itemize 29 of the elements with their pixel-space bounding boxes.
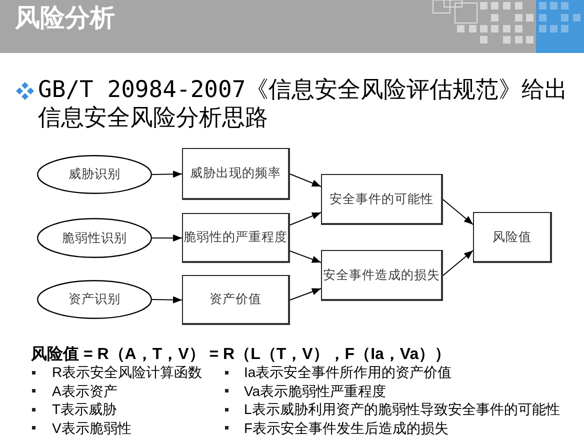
bullet-text: L表示威胁利用资产的脆弱性导致安全事件的可能性 xyxy=(244,400,560,418)
bullet-text: R表示安全风险计算函数 xyxy=(52,363,202,381)
process-box: 安全事件造成的损失 xyxy=(321,250,443,301)
bullet-text: T表示威胁 xyxy=(52,400,117,418)
process-box: 安全事件的可能性 xyxy=(321,174,443,225)
process-box: 风险值 xyxy=(473,212,552,263)
ellipse-node: 脆弱性识别 xyxy=(37,218,152,258)
bullet-text: Ia表示安全事件所作用的资产价值 xyxy=(244,363,452,381)
bullet-text: Va表示脆弱性严重程度 xyxy=(244,382,386,400)
arrow xyxy=(152,296,182,304)
bullet-text: V表示脆弱性 xyxy=(52,418,132,436)
arrow xyxy=(290,212,322,226)
ellipse-node: 资产识别 xyxy=(37,280,152,319)
bullet-text: F表示安全事件发生后造成的损失 xyxy=(244,418,449,436)
process-box: 威胁出现的频率 xyxy=(182,148,290,200)
process-box: 脆弱性的严重程度 xyxy=(182,213,290,263)
arrow xyxy=(152,170,182,178)
arrow xyxy=(290,288,322,300)
headline-text: GB/T 20984-2007《信息安全风险评估规范》给出信息安全风险分析思路 xyxy=(38,76,569,132)
process-box: 资产价值 xyxy=(182,275,290,325)
bullet-text: A表示资产 xyxy=(52,382,118,400)
slide-title: 风险分析 xyxy=(15,3,115,33)
arrow xyxy=(442,199,474,225)
arrow xyxy=(152,234,182,242)
formula-text: 风险值 = R（A，T，V） = R（L（T，V），F（Ia，Va）） xyxy=(31,345,451,365)
ellipse-node: 威胁识别 xyxy=(37,155,152,194)
arrow xyxy=(442,250,474,276)
arrow xyxy=(290,250,322,263)
arrow xyxy=(290,174,322,187)
